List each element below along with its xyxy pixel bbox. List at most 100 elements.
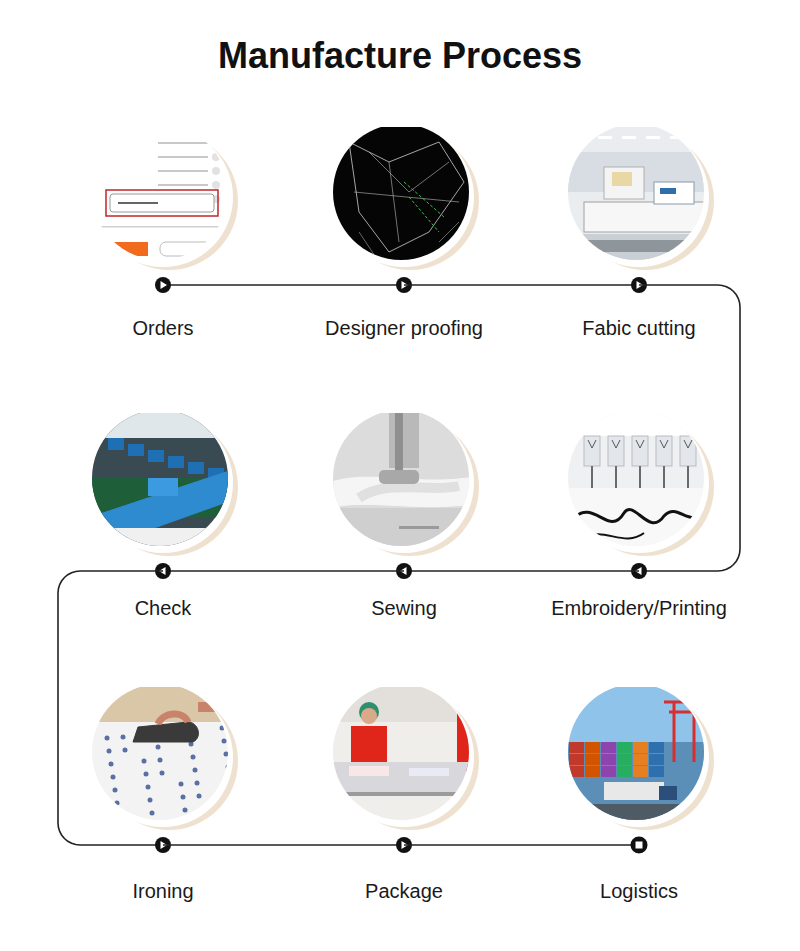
illustration-part	[601, 754, 616, 765]
step-label: Logistics	[564, 879, 714, 903]
illustration-part	[684, 440, 692, 448]
illustration-part	[574, 508, 709, 523]
illustration-part	[584, 436, 600, 466]
illustration-part	[663, 466, 665, 488]
illustration-part	[197, 794, 202, 799]
illustration-part	[183, 808, 188, 813]
step-photo	[567, 687, 717, 837]
illustration-part	[612, 172, 632, 186]
illustration-part	[660, 188, 676, 194]
illustration-part	[191, 755, 196, 760]
illustration-part	[228, 778, 233, 783]
illustration-part	[404, 182, 444, 232]
illustration-part	[91, 687, 238, 832]
step-photo	[91, 127, 241, 277]
illustration-part	[612, 440, 620, 448]
illustration-part	[604, 167, 644, 199]
illustration-part	[332, 687, 479, 722]
illustration-part	[158, 758, 163, 763]
illustration-part	[123, 748, 128, 753]
illustration-part	[399, 526, 439, 529]
flow-connector	[404, 570, 639, 572]
process-step: Fabic cutting	[564, 127, 714, 346]
illustration-part	[198, 702, 238, 712]
illustration-part	[354, 152, 459, 242]
illustration-part	[633, 742, 648, 753]
illustration-part	[148, 450, 164, 462]
flow-connector	[163, 570, 404, 572]
illustration-part	[91, 413, 238, 558]
illustration-part	[654, 182, 694, 204]
illustration-part	[121, 735, 126, 740]
illustration-part	[152, 824, 157, 829]
illustration-part	[118, 202, 158, 204]
step-photo	[332, 127, 482, 277]
step-label: Ironing	[88, 879, 238, 903]
illustration-part	[409, 768, 449, 776]
illustration-part	[158, 184, 208, 186]
illustration-part	[107, 749, 112, 754]
illustration-part	[585, 766, 600, 777]
illustration-part	[119, 827, 124, 832]
flow-connector	[404, 284, 639, 286]
illustration-part	[351, 726, 387, 762]
illustration-part	[660, 440, 668, 448]
illustration-part	[649, 766, 664, 777]
flow-connector	[163, 844, 404, 846]
illustration-part	[656, 436, 672, 466]
step-photo	[91, 413, 241, 563]
illustration-part	[98, 242, 148, 256]
illustration-part	[212, 167, 220, 175]
illustration-part	[687, 466, 689, 488]
illustration-part	[181, 795, 186, 800]
illustration-part	[168, 456, 184, 468]
illustration-part	[567, 742, 714, 832]
illustration-part	[158, 156, 208, 158]
illustration-part	[585, 754, 600, 765]
illustration-part	[232, 804, 237, 809]
step-label: Check	[88, 596, 238, 620]
illustration-part	[574, 136, 588, 139]
illustration-part	[195, 781, 200, 786]
illustration-part	[633, 754, 648, 765]
process-step: Sewing	[329, 413, 479, 626]
illustration-part	[212, 181, 220, 189]
illustration-part	[142, 759, 147, 764]
illustration-part	[567, 804, 714, 832]
illustration-part	[91, 528, 238, 558]
illustration-part	[98, 226, 228, 228]
photo-content	[91, 127, 238, 272]
illustration-part	[664, 702, 704, 762]
illustration-part	[115, 801, 120, 806]
process-step: Package	[329, 687, 479, 909]
photo-content	[567, 687, 714, 832]
illustration-part	[91, 127, 238, 272]
start-triangle	[161, 281, 168, 289]
illustration-part	[649, 754, 664, 765]
illustration-part	[220, 726, 225, 731]
illustration-part	[158, 170, 208, 172]
illustration-part	[632, 436, 648, 466]
illustration-part	[389, 413, 419, 468]
illustration-part	[160, 771, 165, 776]
illustration-part	[133, 722, 198, 742]
illustration-part	[158, 714, 188, 724]
process-step: Ironing	[88, 687, 238, 909]
illustration-part	[108, 438, 124, 450]
illustration-part	[567, 413, 714, 558]
photo-content	[332, 687, 479, 832]
illustration-part	[359, 486, 459, 498]
illustration-part	[670, 136, 684, 139]
illustration-part	[224, 752, 229, 757]
flow-connector	[163, 284, 404, 286]
illustration-part	[160, 242, 220, 256]
illustration-part	[105, 736, 110, 741]
illustration-part	[591, 466, 593, 488]
illustration-part	[680, 436, 696, 466]
process-step: Check	[88, 413, 238, 626]
illustration-part	[212, 139, 220, 147]
photo-content	[91, 413, 238, 558]
illustration-part	[185, 821, 190, 826]
illustration-part	[188, 462, 204, 474]
illustration-part	[584, 533, 644, 538]
